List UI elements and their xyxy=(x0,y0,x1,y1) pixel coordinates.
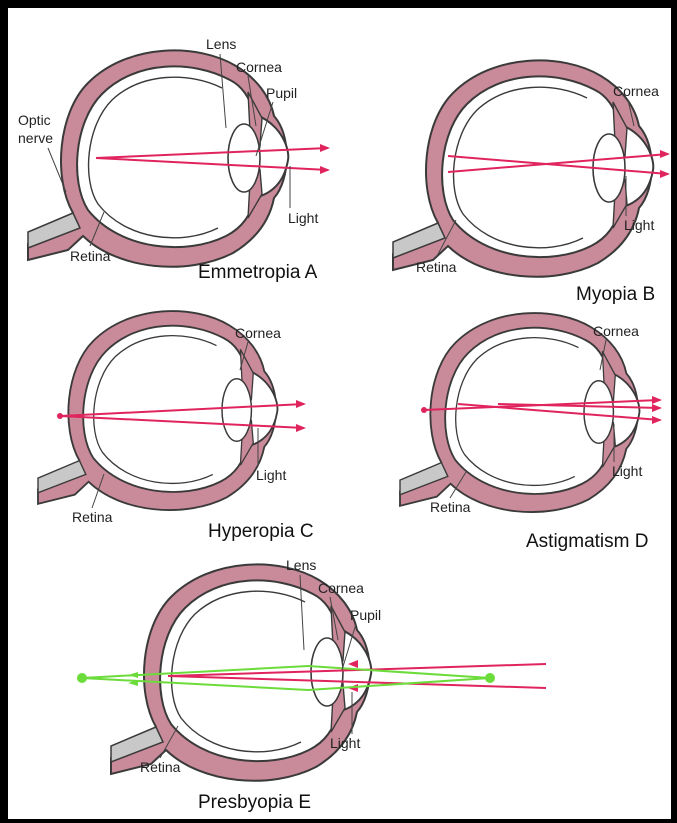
title-presbyopia: Presbyopia E xyxy=(198,792,311,813)
label-cornea: Cornea xyxy=(613,83,659,99)
label-cornea: Cornea xyxy=(318,580,364,596)
title-emmetropia: Emmetropia A xyxy=(198,262,318,283)
title-myopia: Myopia B xyxy=(576,284,655,305)
label-optic: Optic xyxy=(18,112,51,128)
eye-diagram-canvas: Lens Cornea Pupil Optic nerve Retina Lig… xyxy=(8,8,671,819)
label-retina: Retina xyxy=(416,259,457,275)
label-nerve: nerve xyxy=(18,130,53,146)
label-retina: Retina xyxy=(70,248,111,264)
label-pupil: Pupil xyxy=(266,85,297,101)
eye-illustration xyxy=(400,313,639,512)
title-astigmatism: Astigmatism D xyxy=(526,531,648,552)
label-light: Light xyxy=(256,467,286,483)
label-cornea: Cornea xyxy=(235,325,281,341)
label-retina: Retina xyxy=(72,509,113,525)
label-cornea: Cornea xyxy=(593,323,639,339)
label-light: Light xyxy=(612,463,642,479)
label-lens: Lens xyxy=(286,557,316,573)
diagram-astigmatism xyxy=(400,313,639,512)
label-retina: Retina xyxy=(140,759,181,775)
label-light: Light xyxy=(288,210,318,226)
label-retina: Retina xyxy=(430,499,471,515)
label-cornea: Cornea xyxy=(236,59,282,75)
label-light: Light xyxy=(624,217,654,233)
eye-diagrams-svg: Lens Cornea Pupil Optic nerve Retina Lig… xyxy=(8,8,671,819)
title-hyperopia: Hyperopia C xyxy=(208,521,314,542)
label-pupil: Pupil xyxy=(350,607,381,623)
label-light: Light xyxy=(330,735,360,751)
label-lens: Lens xyxy=(206,36,236,52)
